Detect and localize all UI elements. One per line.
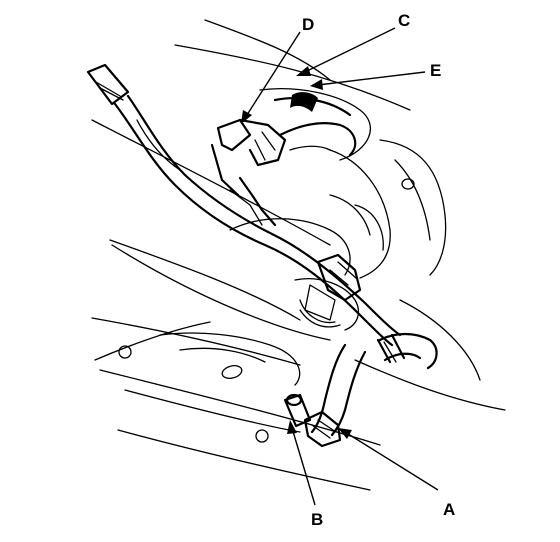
- chassis-outline: [91, 19, 506, 491]
- arrowhead-d: [241, 110, 252, 124]
- middle-clip: [316, 253, 362, 302]
- callout-labels: A B C D E: [302, 11, 455, 529]
- leader-a: [344, 431, 439, 491]
- leader-e: [317, 71, 426, 86]
- leader-b: [291, 427, 316, 506]
- leader-c: [304, 27, 396, 73]
- callout-a: A: [443, 500, 455, 519]
- callout-d: D: [302, 15, 314, 34]
- callout-b: B: [311, 510, 323, 529]
- arrowhead-c: [296, 66, 311, 76]
- arrowhead-e: [310, 79, 323, 90]
- fuel-line: [86, 63, 402, 347]
- arrowhead-a: [338, 428, 352, 439]
- hose-with-clamp: [283, 332, 438, 448]
- callout-c: C: [398, 11, 410, 30]
- callout-e: E: [430, 61, 441, 80]
- arrowhead-b: [287, 420, 297, 434]
- upper-clip-assembly: [210, 92, 357, 227]
- leader-lines: [241, 27, 439, 506]
- leader-d: [244, 31, 301, 119]
